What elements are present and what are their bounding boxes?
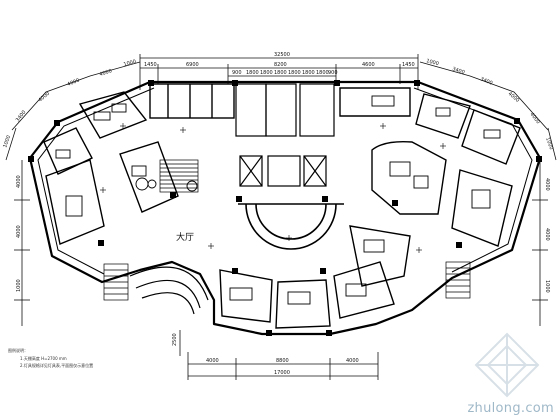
dim-top-sub-5: 1800 (302, 70, 315, 76)
dim-left-fan-4: 3400 (15, 110, 28, 124)
dim-left-fan-1: 4000 (99, 68, 113, 78)
legend-title: 图例说明： (8, 347, 28, 353)
dim-bottom-seg-1: 8800 (276, 358, 289, 364)
dim-left-fan-2: 4000 (67, 78, 81, 88)
dim-right-fan-0: 1000 (425, 58, 439, 67)
dim-right-fan-2: 3400 (479, 76, 493, 86)
legend-note-2: 2.灯具规格详见灯具表,平面图仅示意位置 (20, 362, 93, 368)
dim-left-side-0: 4000 (16, 175, 22, 188)
dim-left-fan-5: 1000 (2, 135, 12, 149)
dim-left-fan-3: 4000 (37, 91, 51, 104)
dim-bottom-side: 2500 (172, 333, 178, 346)
legend-note-1: 1.天棚高度 H=2700 mm (20, 355, 67, 361)
dim-right-fan-5: 1000 (544, 137, 554, 151)
dim-top-right-segment: 1450 (402, 62, 415, 68)
watermark-logo-icon (474, 332, 540, 398)
dim-top-sub-4: 1800 (288, 70, 301, 76)
dim-left-side-1: 4000 (16, 225, 22, 238)
dim-top-sub-2: 1800 (260, 70, 273, 76)
lobby-label: 大厅 (176, 231, 194, 243)
dim-bottom-overall: 17000 (274, 370, 290, 376)
dim-top-sub-3: 1800 (274, 70, 287, 76)
dim-top-sub-6: 1800 (316, 70, 329, 76)
dim-right-side-1: 4000 (544, 228, 550, 241)
dim-right-fan-4: 4000 (528, 112, 541, 126)
dim-bottom-seg-2: 4000 (346, 358, 359, 364)
dim-top-seg-2: 6900 (186, 62, 199, 68)
dim-right-fan-1: 3400 (451, 66, 465, 76)
dim-top-left-segment: 1450 (144, 62, 157, 68)
dim-left-side-2: 1000 (16, 279, 22, 292)
dim-top-overall: 32500 (274, 52, 290, 58)
dim-right-fan-3: 4000 (507, 91, 521, 104)
watermark-text: zhulong.com (467, 401, 554, 416)
dim-right-side-2: 1000 (544, 280, 550, 293)
dim-top-seg-4: 4600 (362, 62, 375, 68)
dim-bottom-seg-0: 4000 (206, 358, 219, 364)
dim-top-sub-1: 1800 (246, 70, 259, 76)
dim-top-sub-7: 900 (328, 70, 338, 76)
dim-left-fan-0: 1000 (123, 59, 137, 68)
dim-right-side-0: 4000 (544, 178, 550, 191)
dim-top-seg-3: 8200 (274, 62, 287, 68)
dim-top-sub-0: 900 (232, 70, 242, 76)
